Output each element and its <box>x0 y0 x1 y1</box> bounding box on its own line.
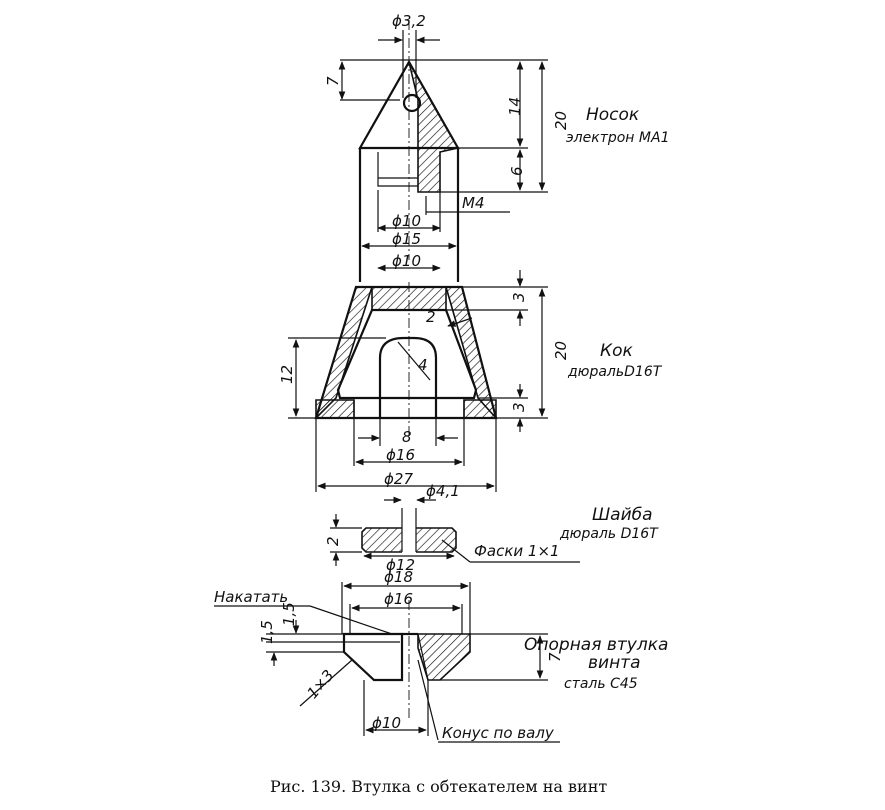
label-d10a: ϕ10 <box>392 212 421 230</box>
washer-bore <box>402 526 416 554</box>
knurl-leader <box>309 605 393 635</box>
washer-material: дюраль D16Т <box>559 526 659 542</box>
bushing-title-2: винта <box>588 653 641 673</box>
label-d32: ϕ3,2 <box>392 12 426 30</box>
label-h7b: 7 <box>546 652 564 662</box>
nose-hole <box>402 93 422 113</box>
dim-r4-leader <box>397 341 431 381</box>
label-m4: M4 <box>462 194 485 212</box>
label-d12: ϕ12 <box>386 556 415 574</box>
washer-part <box>330 496 580 566</box>
label-d27: ϕ27 <box>384 470 413 488</box>
label-h2: 2 <box>324 536 342 546</box>
label-d41: ϕ4,1 <box>426 482 460 500</box>
label-d10c: ϕ10 <box>372 714 401 732</box>
washer-title: Шайба <box>592 505 653 525</box>
part-labels: Носок электрон МА1 Кок дюральD16Т Шайба … <box>524 105 669 692</box>
nose-material: электрон МА1 <box>566 130 669 146</box>
c13-leader <box>299 659 353 707</box>
spinner-part <box>288 264 548 492</box>
bushing-title: Опорная втулка <box>524 635 668 655</box>
spinner-title: Кок <box>600 341 633 361</box>
label-r4: 4 <box>418 356 428 374</box>
label-d18: ϕ18 <box>384 568 413 586</box>
label-d10b: ϕ10 <box>392 252 421 270</box>
nose-title: Носок <box>586 105 640 125</box>
label-c13: 1×3 <box>303 666 337 702</box>
chamfer-leader <box>441 539 471 563</box>
label-chamfer: Фаски 1×1 <box>474 542 560 560</box>
nose-part <box>338 20 548 282</box>
spinner-slot <box>378 336 438 418</box>
label-cone: Конус по валу <box>442 724 555 742</box>
bushing-section <box>417 633 471 681</box>
label-w8: 8 <box>402 428 412 446</box>
bushing-material: сталь С45 <box>564 676 638 692</box>
label-h14: 14 <box>506 97 524 116</box>
label-h3b: 3 <box>510 402 528 412</box>
label-h3a: 3 <box>510 292 528 302</box>
label-h20b: 20 <box>552 341 570 360</box>
label-h15a: 1,5 <box>258 620 276 644</box>
label-t2: 2 <box>426 308 436 326</box>
bushing-part <box>214 582 560 743</box>
dimension-labels: ϕ3,2 7 14 20 6 M4 ϕ10 ϕ15 ϕ10 3 2 20 12 … <box>214 12 570 742</box>
label-h12: 12 <box>278 365 296 384</box>
dim-t2-leader <box>447 317 473 327</box>
nose-bore <box>377 152 418 187</box>
cone-leader <box>417 659 439 741</box>
label-d16b: ϕ16 <box>384 590 413 608</box>
spinner-top <box>371 286 447 311</box>
label-d15: ϕ15 <box>392 230 421 248</box>
label-h6: 6 <box>508 166 526 176</box>
label-d16a: ϕ16 <box>386 446 415 464</box>
spinner-slot-lines <box>353 400 465 418</box>
label-h20a: 20 <box>552 111 570 130</box>
label-knurl: Накатать <box>214 588 288 606</box>
nose-cylinder-outline <box>358 148 460 282</box>
bushing-left <box>342 632 404 682</box>
label-h15b: 1,5 <box>280 602 298 626</box>
figure-caption: Рис. 139. Втулка с обтекателем на винт <box>270 777 607 796</box>
label-h7: 7 <box>324 76 342 86</box>
bushing-bore-r <box>417 633 429 681</box>
spinner-material: дюральD16Т <box>567 364 663 380</box>
